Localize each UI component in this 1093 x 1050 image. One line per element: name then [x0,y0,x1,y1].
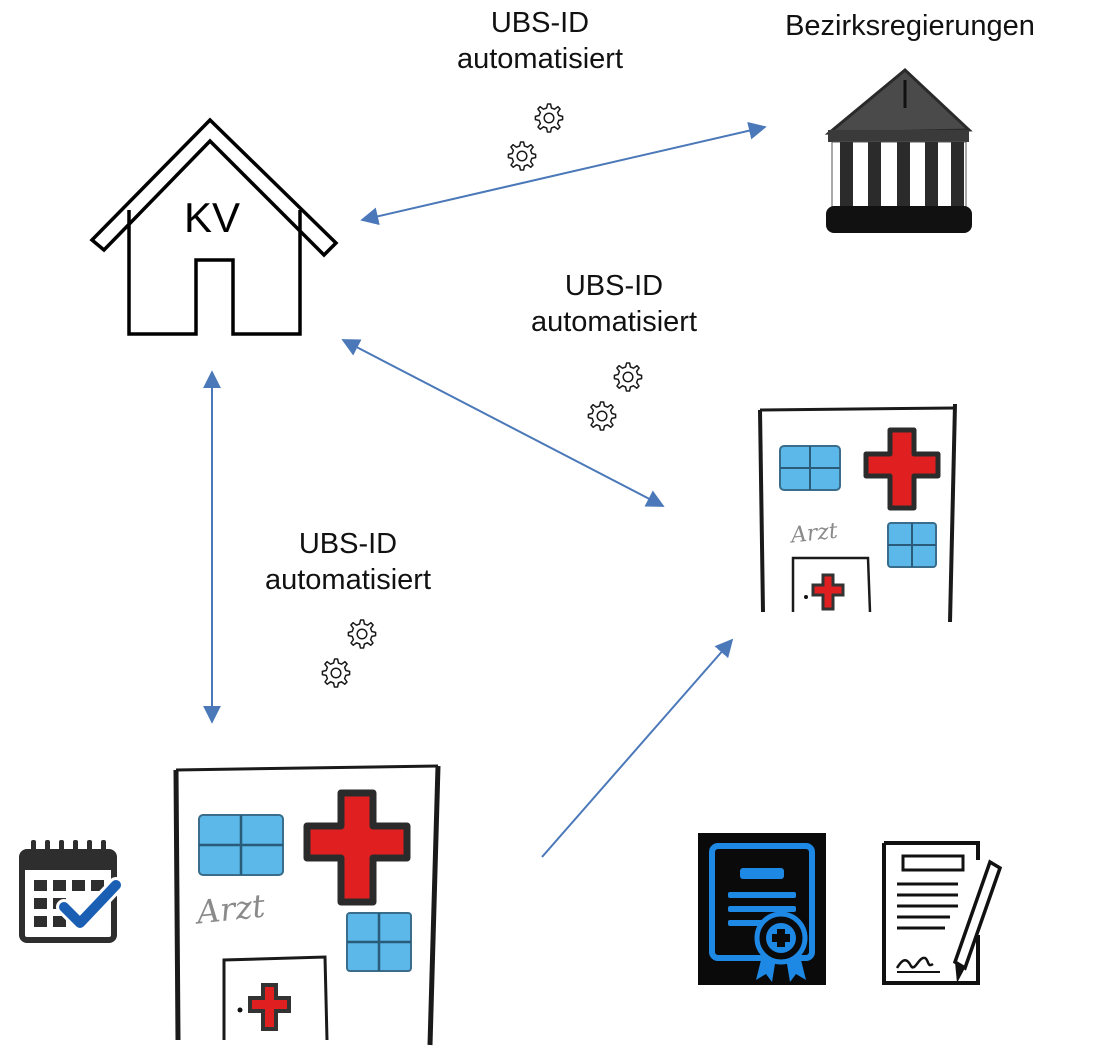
house-body [127,210,302,336]
link-label-kv-practice-left: UBS-ID automatisiert [218,526,478,598]
gear-icon [507,103,564,171]
link-mode-text: automatisiert [456,43,623,75]
authority-label: Bezirksregierungen [785,10,1035,42]
arrow-kv-practice-right [341,339,665,507]
arrow-kv-bezirksregierungen [360,121,767,226]
medical-practice-icon: Arzt [758,403,957,623]
medical-practice-icon: Arzt [173,764,441,1046]
link-label-kv-practice-right: UBS-ID automatisiert [484,268,744,340]
kv-house: KV [89,117,339,336]
link-label-kv-bezirksregierungen: UBS-ID automatisiert [410,5,670,77]
kv-label: KV [184,194,240,241]
signed-contract-icon [882,841,1003,985]
practice-label: Arzt [192,887,267,932]
calendar-check-icon [19,840,124,943]
arrow-practice-left-to-right [541,638,734,858]
government-building-icon [824,68,973,233]
link-mode-text: automatisiert [264,564,431,596]
arrows [203,121,767,858]
link-id-text: UBS-ID [564,270,664,302]
gear-icon [321,619,377,688]
house-icon [89,117,339,258]
link-id-text: UBS-ID [298,528,398,560]
link-mode-text: automatisiert [530,306,697,338]
gear-icon [587,362,643,431]
medical-certificate-icon [698,833,826,985]
practice-label: Arzt [788,519,839,549]
link-id-text: UBS-ID [490,7,590,39]
